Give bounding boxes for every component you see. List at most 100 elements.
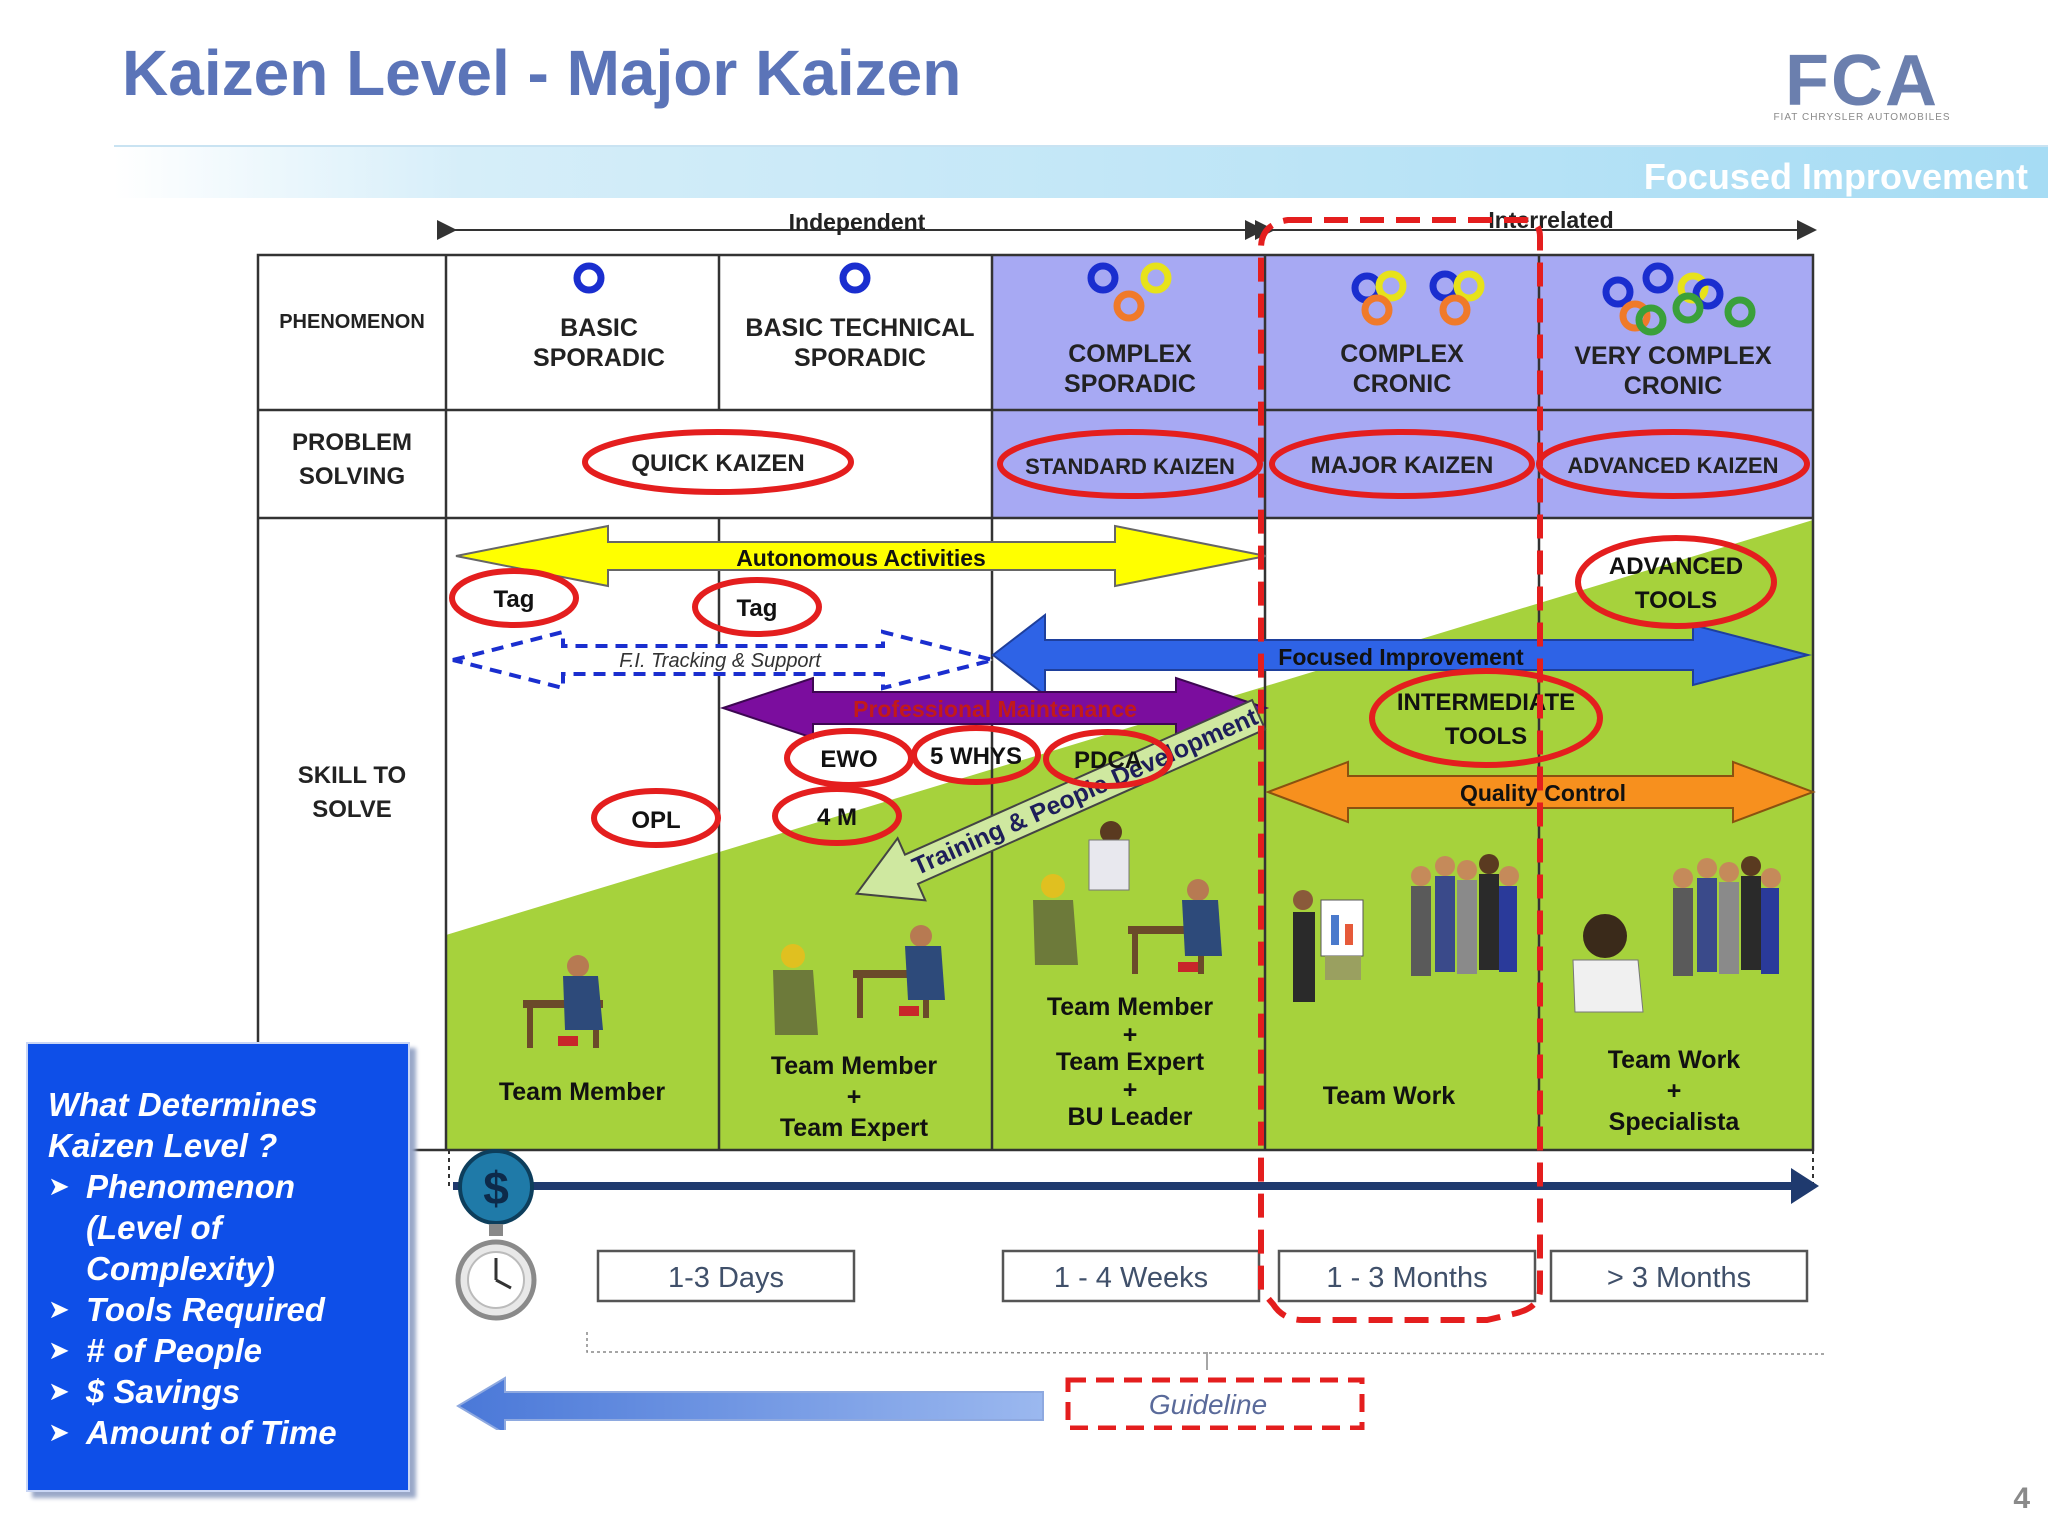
section-banner — [114, 146, 2048, 198]
circle-icon — [1635, 304, 1667, 336]
four-m-label: 4 M — [817, 804, 857, 831]
time-label-over-months: > 3 Months — [1607, 1262, 1751, 1294]
info-item: ➤ $ Savings — [48, 1371, 398, 1412]
row-label-skill: SKILL TO — [298, 762, 406, 789]
opl-label: OPL — [631, 807, 680, 834]
phenomenon-1-line2: SPORADIC — [533, 344, 665, 372]
phenomenon-circles — [573, 262, 1756, 336]
circle-icon — [1375, 270, 1407, 302]
people-col5-line2: + — [1667, 1077, 1682, 1105]
circle-icon — [1453, 270, 1485, 302]
timeline-arrowhead — [1791, 1168, 1819, 1204]
advanced-tools-oval — [1575, 535, 1777, 629]
info-item-text: Phenomenon (Level of Complexity) — [86, 1168, 296, 1287]
person-icon — [1572, 856, 1781, 1013]
tag-label-1: Tag — [494, 586, 535, 613]
standard-kaizen-oval — [997, 429, 1263, 499]
row-label-phenomenon: PHENOMENON — [279, 311, 425, 333]
person-icon — [773, 925, 945, 1035]
info-item: ➤Tools Required — [48, 1289, 398, 1330]
intermediate-tools-line2: TOOLS — [1445, 723, 1527, 750]
phenomenon-4-line2: CRONIC — [1353, 370, 1452, 398]
person-icon — [1293, 854, 1519, 1002]
info-item: ➤Amount of Time — [48, 1412, 398, 1453]
info-item-text: $ Savings — [86, 1373, 241, 1410]
banner-label: Focused Improvement — [1643, 156, 2028, 197]
logo-subtitle: FIAT CHRYSLER AUTOMOBILES — [1773, 112, 1951, 123]
opl-oval — [591, 788, 721, 848]
pdca-label: PDCA — [1074, 747, 1142, 774]
professional-maintenance-arrow — [719, 676, 1270, 740]
phenomenon-1-line1: BASIC — [560, 314, 638, 342]
intermediate-tools-line1: INTERMEDIATE — [1397, 689, 1575, 716]
circle-icon — [1087, 262, 1119, 294]
info-item-text: Amount of Time — [86, 1414, 337, 1451]
major-kaizen-highlight — [1258, 217, 1543, 1323]
info-box: What Determines Kaizen Level ? ➤Phenomen… — [26, 1042, 410, 1492]
major-kaizen-label: MAJOR KAIZEN — [1311, 452, 1494, 479]
standard-kaizen-label: STANDARD KAIZEN — [1025, 454, 1235, 479]
people-col3-line1: Team Member — [1047, 993, 1214, 1021]
time-box-months — [1277, 1249, 1537, 1303]
guideline-arrow — [456, 1376, 1044, 1430]
quick-kaizen-label: QUICK KAIZEN — [631, 450, 804, 477]
tag-oval-2 — [692, 577, 822, 637]
people-col5-line3: Specialista — [1609, 1108, 1741, 1136]
info-item: ➤# of People — [48, 1330, 398, 1371]
five-whys-oval — [911, 725, 1041, 785]
people-col3-line5: BU Leader — [1067, 1103, 1192, 1131]
tag-oval-1 — [449, 568, 579, 628]
tracking-support-arrow — [452, 629, 994, 691]
info-title-line1: What Determines — [48, 1086, 318, 1123]
people-col3-line2: + — [1123, 1021, 1138, 1049]
arrow-bullet-icon: ➤ — [48, 1376, 70, 1406]
professional-maintenance-label: Professional Maintenance — [853, 696, 1137, 722]
phenomenon-2-line2: SPORADIC — [794, 344, 926, 372]
people-col2-line3: Team Expert — [780, 1114, 929, 1142]
autonomous-activities-arrow — [455, 524, 1267, 588]
tracking-support-label: F.I. Tracking & Support — [619, 650, 822, 672]
time-box-over-months — [1549, 1249, 1809, 1303]
circle-icon — [1439, 294, 1471, 326]
time-box-weeks — [1001, 1249, 1261, 1303]
circle-icon — [1724, 296, 1756, 328]
circle-icon — [839, 262, 871, 294]
circle-icon — [1361, 294, 1393, 326]
people-col5-line1: Team Work — [1608, 1046, 1741, 1074]
time-box-days — [596, 1249, 856, 1303]
time-label-weeks: 1 - 4 Weeks — [1054, 1262, 1208, 1294]
tag-label-2: Tag — [737, 595, 778, 622]
guideline-box — [1065, 1377, 1365, 1430]
advanced-tools-line1: ADVANCED — [1609, 553, 1743, 580]
logo-wordmark: FCA — [1785, 41, 1939, 121]
circle-icon — [1642, 262, 1674, 294]
time-label-months: 1 - 3 Months — [1326, 1262, 1487, 1294]
quick-kaizen-oval — [582, 429, 854, 495]
phenomenon-3-line2: SPORADIC — [1064, 370, 1196, 398]
info-item-text: Tools Required — [86, 1291, 325, 1328]
stopwatch-icon — [455, 1224, 537, 1321]
focused-improvement-arrow — [991, 612, 1812, 698]
people-col3-line4: + — [1123, 1076, 1138, 1104]
ewo-oval — [784, 728, 914, 788]
banner-divider — [114, 145, 2048, 147]
row-label-problem: PROBLEM — [292, 429, 412, 456]
five-whys-label: 5 WHYS — [930, 743, 1022, 770]
phenomenon-4-line1: COMPLEX — [1340, 340, 1464, 368]
person-icon — [1033, 821, 1222, 974]
circle-icon — [1672, 292, 1704, 324]
row-label-solve: SOLVE — [312, 796, 392, 823]
page-number: 4 — [2013, 1482, 2030, 1515]
guideline-bracket — [586, 1332, 1826, 1355]
circle-icon — [1140, 262, 1172, 294]
arrow-bullet-icon: ➤ — [48, 1335, 70, 1365]
row-label-solving: SOLVING — [299, 463, 405, 490]
circle-icon — [1692, 278, 1724, 310]
people-col3-line3: Team Expert — [1056, 1048, 1205, 1076]
four-m-oval — [772, 786, 902, 846]
slide-title: Kaizen Level - Major Kaizen — [122, 37, 962, 109]
phenomenon-5-line1: VERY COMPLEX — [1574, 342, 1772, 370]
circle-icon — [1619, 300, 1651, 332]
major-kaizen-oval — [1269, 429, 1535, 499]
autonomous-activities-label: Autonomous Activities — [736, 545, 986, 571]
